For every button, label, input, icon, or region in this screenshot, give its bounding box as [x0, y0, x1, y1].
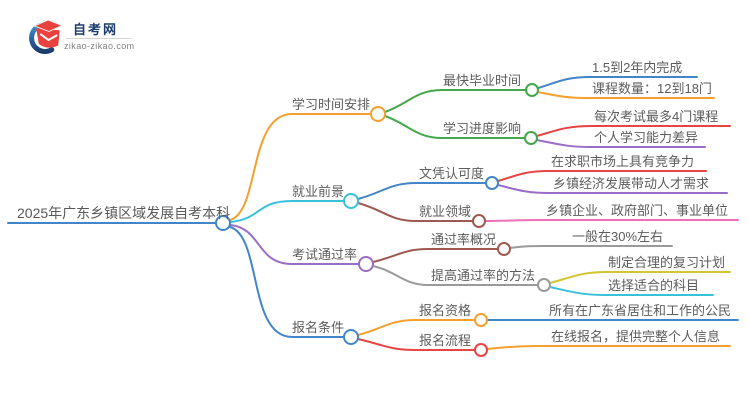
- leaf-label-choose-subjects: 选择适合的科目: [608, 278, 700, 293]
- toggle-study-time[interactable]: [370, 106, 386, 122]
- toggle-progress-factors[interactable]: [524, 131, 538, 145]
- site-logo: 自考网 zikao-zikao.com: [28, 6, 144, 58]
- branch1-connectors: [229, 76, 731, 221]
- child-label-progress-factors: 学习进度影响: [443, 121, 522, 136]
- toggle-rate-overview[interactable]: [497, 242, 511, 256]
- toggle-employment[interactable]: [343, 193, 359, 209]
- branch4-connectors: [229, 226, 739, 351]
- child-label-rate-overview: 通过率概况: [431, 232, 497, 247]
- leaf-label-online-registration: 在线报名，提供完整个人信息: [551, 329, 721, 344]
- leaf-label-eligible-citizens: 所有在广东省居住和工作的公民: [549, 303, 732, 318]
- toggle-pass-rate[interactable]: [358, 256, 374, 272]
- toggle-requirements[interactable]: [343, 329, 359, 345]
- toggle-eligibility[interactable]: [474, 313, 488, 327]
- child-label-improve-methods: 提高通过率的方法: [431, 268, 536, 283]
- child-label-diploma-recognition: 文凭认可度: [419, 166, 485, 181]
- logo-title: 自考网: [73, 22, 119, 37]
- leaf-label-course-count: 课程数量：12到18门: [592, 81, 712, 96]
- leaf-label-rate-value: 一般在30%左右: [572, 229, 664, 244]
- leaf-label-finish-time: 1.5到2年内完成: [592, 60, 683, 75]
- root-node-label: 2025年广东乡镇区域发展自考本科: [17, 205, 231, 221]
- toggle-improve-methods[interactable]: [537, 278, 551, 292]
- leaf-label-competitive: 在求职市场上具有竞争力: [551, 154, 695, 169]
- child-label-eligibility: 报名资格: [419, 303, 472, 318]
- leaf-label-ability-difference: 个人学习能力差异: [594, 130, 699, 145]
- branch2-connectors: [229, 170, 739, 223]
- toggle-fastest-graduation[interactable]: [525, 83, 539, 97]
- toggle-job-fields[interactable]: [472, 214, 486, 228]
- child-label-job-fields: 就业领域: [419, 204, 472, 219]
- toggle-diploma-recognition[interactable]: [485, 176, 499, 190]
- logo-graduation-cap-icon: [29, 19, 63, 54]
- toggle-root[interactable]: [215, 215, 231, 231]
- child-label-process: 报名流程: [419, 333, 472, 348]
- branch-label-requirements: 报名条件: [292, 320, 345, 335]
- leaf-label-review-plan: 制定合理的复习计划: [608, 255, 726, 270]
- leaf-label-max-courses: 每次考试最多4门课程: [594, 109, 719, 124]
- branch3-connectors: [229, 224, 731, 296]
- logo-domain: zikao-zikao.com: [64, 41, 135, 51]
- logo-divider: [66, 38, 132, 39]
- node-toggles: [215, 83, 551, 357]
- branch-label-employment: 就业前景: [292, 184, 345, 199]
- child-label-fastest-graduation: 最快毕业时间: [443, 73, 522, 88]
- leaf-label-talent-demand: 乡镇经济发展带动人才需求: [553, 176, 710, 191]
- toggle-process[interactable]: [474, 343, 488, 357]
- branch-label-pass-rate: 考试通过率: [292, 247, 358, 262]
- branch-label-study-time: 学习时间安排: [292, 97, 371, 112]
- leaf-label-employers: 乡镇企业、政府部门、事业单位: [546, 203, 729, 218]
